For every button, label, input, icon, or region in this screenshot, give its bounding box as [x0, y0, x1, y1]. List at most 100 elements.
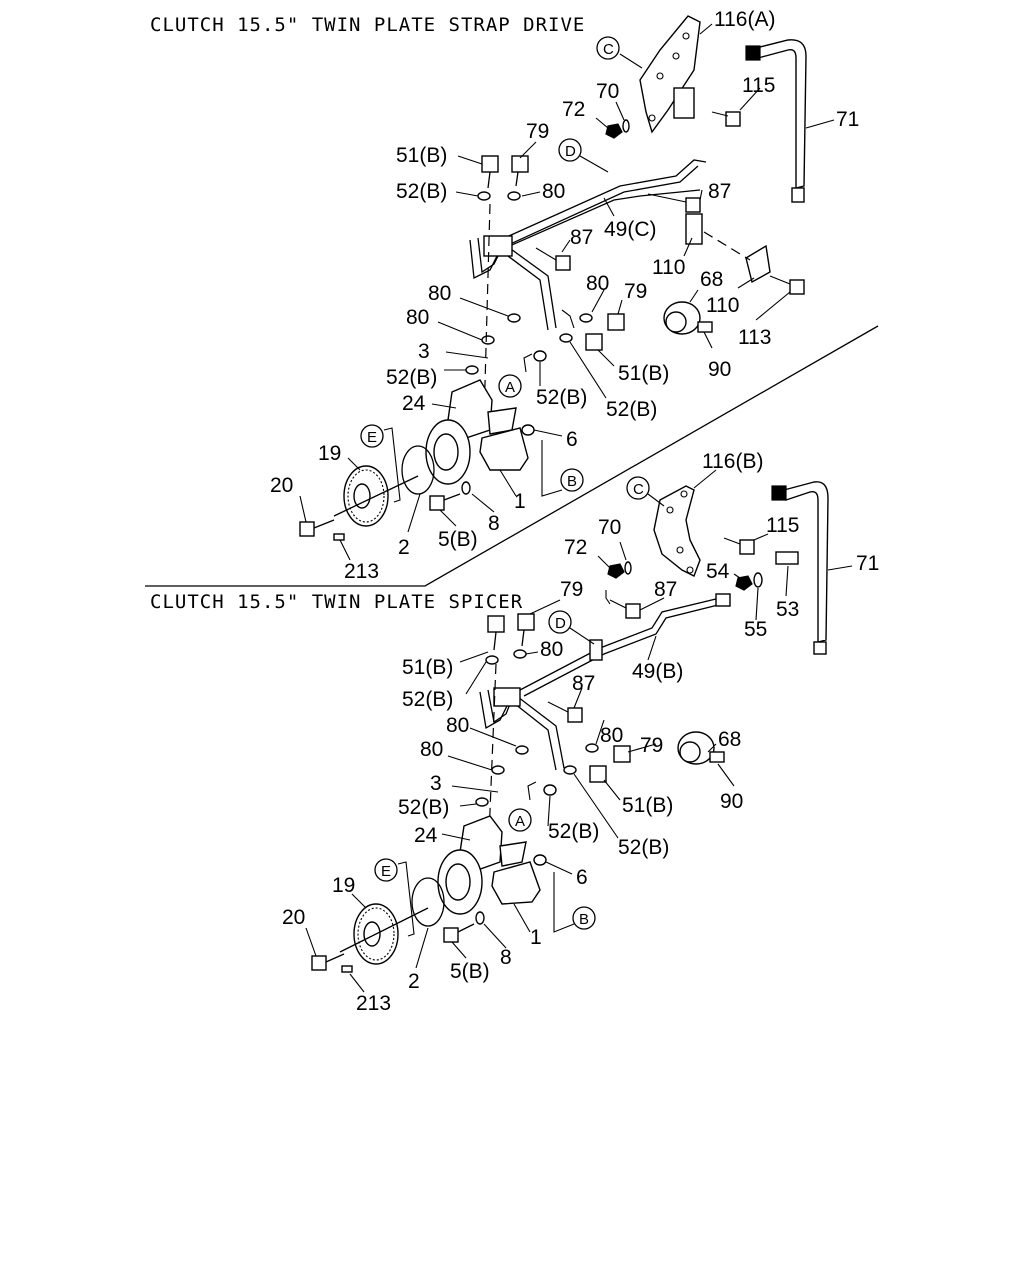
- washer-52b[interactable]: [477, 191, 491, 201]
- callout-A: A: [508, 808, 532, 832]
- label-54: 54: [706, 560, 730, 583]
- bolt-87a[interactable]: [685, 197, 701, 213]
- washer-80[interactable]: [513, 649, 527, 659]
- label-113: 113: [738, 326, 771, 349]
- label-115: 115: [766, 514, 799, 537]
- o-ring-2[interactable]: [411, 877, 445, 927]
- bolt-20[interactable]: [311, 955, 327, 971]
- o-ring-2[interactable]: [401, 445, 435, 495]
- label-8: 8: [500, 946, 512, 969]
- section-spicer: CLUTCH 15.5" TWIN PLATE SPICER: [150, 450, 879, 1015]
- hose-fitting[interactable]: [771, 485, 787, 501]
- nut-72[interactable]: [605, 123, 623, 139]
- svg-text:A: A: [505, 379, 515, 396]
- bolt-79[interactable]: [511, 155, 529, 173]
- washer-55[interactable]: [753, 572, 763, 588]
- label-213: 213: [356, 992, 391, 1015]
- label-1: 1: [514, 490, 526, 513]
- label-5b: 5(B): [450, 960, 490, 983]
- label-90: 90: [720, 790, 743, 813]
- label-51b: 51(B): [396, 144, 447, 167]
- callout-C: C: [626, 476, 650, 500]
- washer-80c[interactable]: [579, 313, 593, 323]
- bolt-115[interactable]: [739, 539, 755, 555]
- pin-90[interactable]: [709, 751, 725, 763]
- label-6: 6: [566, 428, 578, 451]
- washer-52b-left[interactable]: [475, 797, 489, 807]
- clip-110a[interactable]: [685, 213, 703, 245]
- label-110b: 110: [706, 294, 739, 317]
- bolt-51b-mid[interactable]: [585, 333, 603, 351]
- nut-72[interactable]: [607, 563, 625, 579]
- label-87: 87: [654, 578, 677, 601]
- washer-52b-low[interactable]: [533, 350, 547, 362]
- washer-52b[interactable]: [485, 655, 499, 665]
- bolt-51b[interactable]: [487, 615, 505, 633]
- bolt-5b[interactable]: [429, 495, 445, 511]
- washer-80b[interactable]: [515, 745, 529, 755]
- bracket-116[interactable]: [653, 485, 701, 577]
- label-3: 3: [418, 340, 430, 363]
- bolt-51b-mid[interactable]: [589, 765, 607, 783]
- clamp-block[interactable]: [673, 87, 695, 119]
- nut-54[interactable]: [735, 575, 753, 591]
- washer-52b-left[interactable]: [465, 365, 479, 375]
- washer-8[interactable]: [461, 481, 471, 495]
- label-5b: 5(B): [438, 528, 478, 551]
- washer-80b[interactable]: [507, 313, 521, 323]
- svg-text:C: C: [603, 41, 614, 58]
- label-52b-mid: 52(B): [548, 820, 599, 843]
- label-80d: 80: [420, 738, 443, 761]
- washer-8[interactable]: [475, 911, 485, 925]
- section-strap-drive: CLUTCH 15.5" TWIN PLATE STRAP DRIVE: [150, 8, 859, 583]
- fitting-53[interactable]: [775, 551, 799, 565]
- bolt-87b[interactable]: [555, 255, 571, 271]
- washer-80[interactable]: [507, 191, 521, 201]
- label-70: 70: [598, 516, 621, 539]
- washer-6[interactable]: [521, 424, 535, 436]
- hose-fitting[interactable]: [745, 45, 761, 61]
- compressor-head-24[interactable]: [499, 841, 527, 867]
- label-20: 20: [282, 906, 305, 929]
- label-80: 80: [540, 638, 563, 661]
- bolt-20[interactable]: [299, 521, 315, 537]
- pipe-49[interactable]: [499, 159, 707, 241]
- washer-70[interactable]: [622, 119, 630, 133]
- pin-213[interactable]: [333, 533, 345, 541]
- bolt-79[interactable]: [517, 613, 535, 631]
- washer-52b-low[interactable]: [543, 784, 557, 796]
- label-2: 2: [398, 536, 410, 559]
- bolt-87b[interactable]: [567, 707, 583, 723]
- bolt-113[interactable]: [789, 279, 805, 295]
- oil-tube[interactable]: [469, 239, 549, 331]
- pin-213[interactable]: [341, 965, 353, 973]
- bracket-116[interactable]: [639, 15, 701, 134]
- washer-80c[interactable]: [585, 743, 599, 753]
- washer-6[interactable]: [533, 854, 547, 866]
- washer-80d[interactable]: [491, 765, 505, 775]
- label-116: 116(B): [702, 450, 763, 473]
- bolt-51b[interactable]: [481, 155, 499, 173]
- pipe-49[interactable]: [519, 597, 721, 691]
- label-79b: 79: [624, 280, 647, 303]
- svg-text:E: E: [367, 429, 377, 446]
- pin-90[interactable]: [697, 321, 713, 333]
- washer-70[interactable]: [624, 561, 632, 575]
- oil-tube[interactable]: [479, 691, 557, 771]
- washer-80d[interactable]: [481, 335, 495, 345]
- bolt-87a[interactable]: [625, 603, 641, 619]
- bolt-79b[interactable]: [607, 313, 625, 331]
- callout-A: A: [498, 374, 522, 398]
- label-80c: 80: [600, 724, 623, 747]
- bolt-79b[interactable]: [613, 745, 631, 763]
- washer-52b-mid[interactable]: [563, 765, 577, 775]
- pump-housing-1[interactable]: [491, 861, 541, 905]
- label-90: 90: [708, 358, 731, 381]
- washer-52b-mid[interactable]: [559, 333, 573, 343]
- hose-71[interactable]: [755, 39, 807, 189]
- bolt-115[interactable]: [725, 111, 741, 127]
- clip-110b[interactable]: [745, 244, 771, 284]
- bolt-5b[interactable]: [443, 927, 459, 943]
- pump-housing-1[interactable]: [479, 427, 529, 471]
- label-20: 20: [270, 474, 293, 497]
